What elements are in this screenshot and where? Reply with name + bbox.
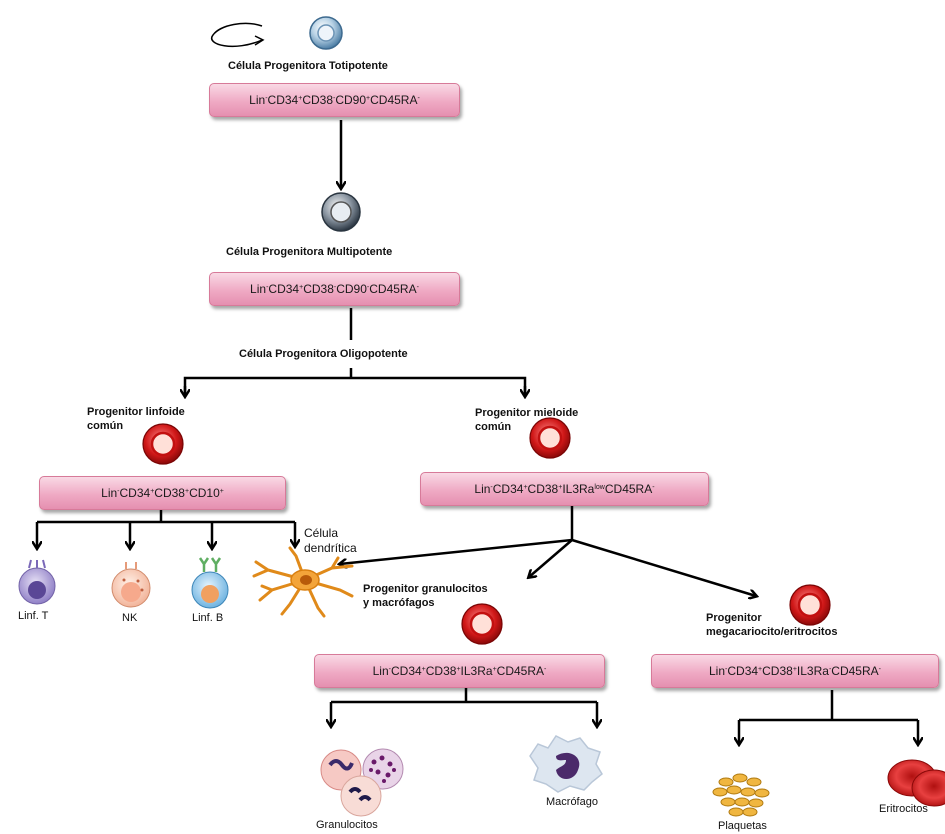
lymphoid-marker-box: Lin-CD34+CD38+CD10+ (39, 476, 286, 510)
eritrocitos-caption: Eritrocitos (879, 803, 928, 815)
linf-t-caption: Linf. T (18, 610, 49, 622)
nk-caption: NK (122, 612, 138, 624)
mega-ery-label-line2: megacariocito/eritrocitos (706, 626, 838, 638)
totipotent-cell-icon (309, 16, 343, 50)
multipotent-label: Célula Progenitora Multipotente (226, 246, 393, 258)
lymphoid-label-line2: común (87, 420, 124, 432)
multipotent-cell-icon (321, 192, 361, 232)
mega-ery-label-line1: Progenitor (706, 612, 762, 624)
mega-ery-marker-box: Lin-CD34+CD38+IL3Ra-CD45RA- (651, 654, 939, 688)
granulocytes-icon (320, 748, 404, 817)
granulocitos-caption: Granulocitos (316, 819, 378, 831)
myeloid-progenitor-icon (529, 417, 571, 459)
granulo-macro-marker-box: Lin-CD34+CD38+IL3Ra+CD45RA- (314, 654, 605, 688)
totipotent-label: Célula Progenitora Totipotente (228, 60, 388, 72)
self-renewal-arrow (210, 22, 263, 48)
dendritic-caption-line1: Célula (304, 526, 339, 540)
b-lymphocyte-icon (191, 557, 229, 609)
dendritic-cell-icon (252, 546, 354, 618)
granulo-macro-label-line1: Progenitor granulocitos (363, 583, 488, 595)
mega-ery-progenitor-icon (789, 584, 831, 626)
erythrocytes-icon (887, 759, 945, 807)
plaquetas-caption: Plaquetas (718, 820, 767, 832)
oligopotent-label: Célula Progenitora Oligopotente (239, 348, 408, 360)
lymphoid-label-line1: Progenitor linfoide (87, 406, 185, 418)
t-lymphocyte-icon (18, 559, 56, 605)
linf-b-caption: Linf. B (192, 612, 224, 624)
macrophage-icon (529, 735, 603, 793)
granulo-macro-progenitor-icon (461, 603, 503, 645)
dendritic-caption-line2: dendrítica (304, 541, 357, 555)
myeloid-label-line1: Progenitor mieloide (475, 407, 579, 419)
macrofago-caption: Macrófago (546, 796, 598, 808)
nk-cell-icon (111, 562, 151, 608)
lymphoid-progenitor-icon (142, 423, 184, 465)
platelets-icon (712, 773, 770, 817)
connector-lines (37, 120, 918, 744)
self-renewal-arrowhead (254, 35, 265, 46)
granulo-macro-label-line2: y macrófagos (363, 597, 435, 609)
totipotent-marker-box: Lin-CD34+CD38-CD90+CD45RA- (209, 83, 460, 117)
myeloid-label-line2: común (475, 421, 512, 433)
multipotent-marker-box: Lin-CD34+CD38-CD90-CD45RA- (209, 272, 460, 306)
